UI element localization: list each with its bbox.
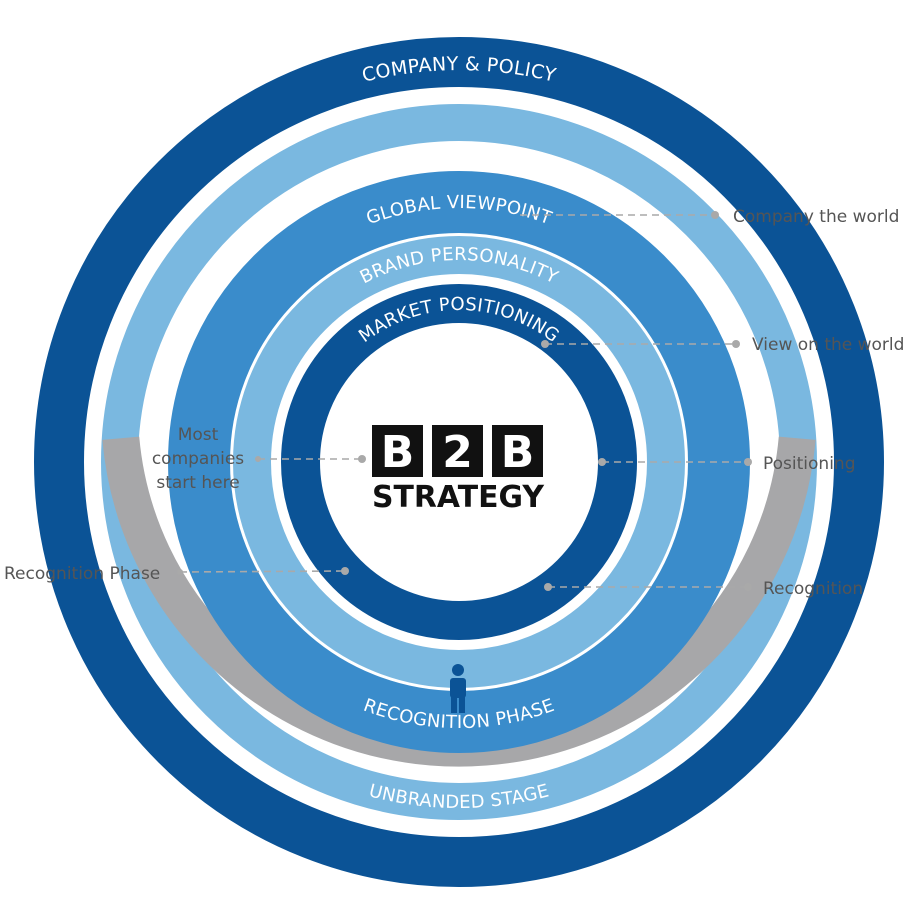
connector-dots: [177, 211, 752, 591]
logo-letter-2: 2: [442, 427, 473, 478]
annotation-view-world: View on the world: [752, 335, 904, 355]
annotation-recognition: Recognition: [763, 579, 863, 599]
annotation-recognition-phase: Recognition Phase: [4, 564, 160, 584]
person-icon: [450, 664, 466, 713]
annotation-most-line3: start here: [156, 473, 239, 493]
annotation-most-line1: Most: [178, 425, 219, 445]
connector-lines: [179, 214, 748, 588]
annotation-most-line2: companies: [152, 449, 244, 469]
ring-company-policy: [34, 37, 884, 887]
logo-letter-b2: B: [501, 427, 535, 478]
annotation-positioning: Positioning: [763, 454, 855, 474]
b2b-logo: B 2 B STRATEGY: [372, 425, 545, 515]
logo-subtitle: STRATEGY: [372, 480, 545, 515]
logo-letter-b1: B: [381, 427, 415, 478]
annotation-company-world: Company the world: [733, 207, 899, 227]
ring-global-viewpoint: [168, 171, 750, 753]
